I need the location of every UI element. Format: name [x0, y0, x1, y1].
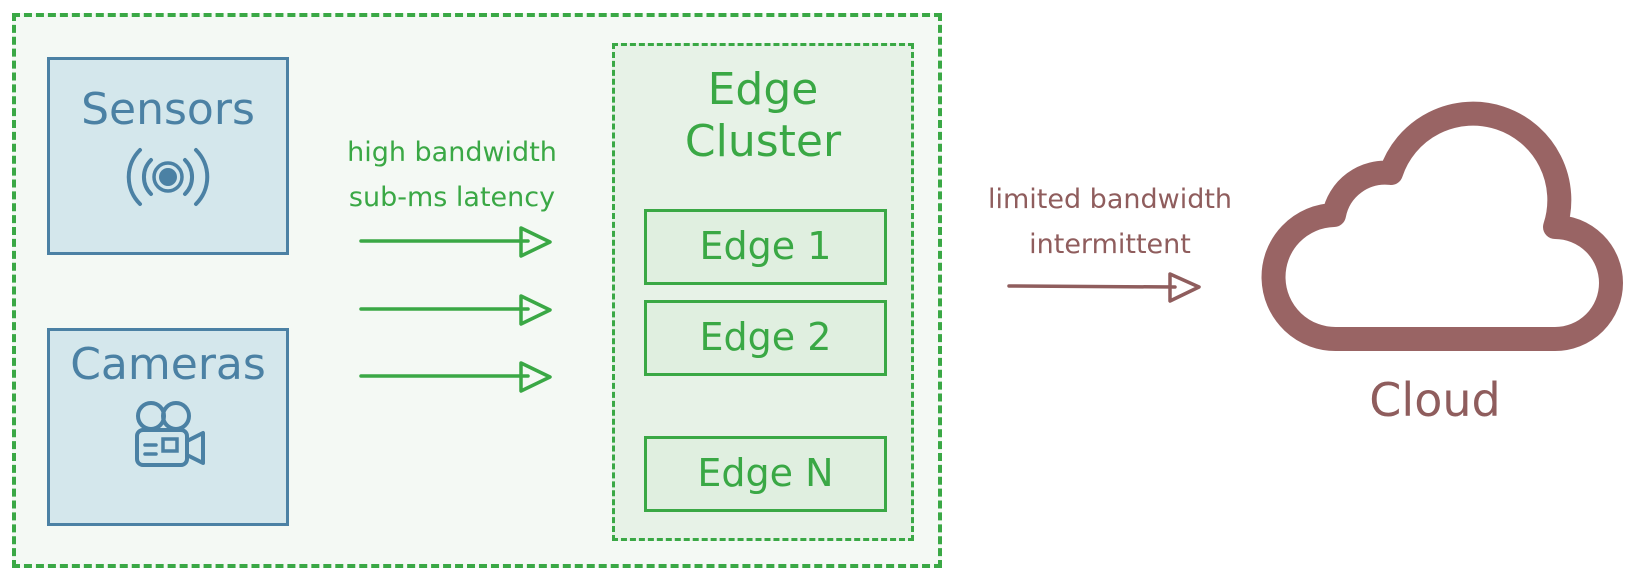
local-link-line1: high bandwidth — [347, 137, 557, 168]
local-link-label: high bandwidth sub-ms latency — [332, 130, 572, 220]
local-arrow-3 — [359, 361, 552, 393]
uplink-line1: limited bandwidth — [987, 184, 1233, 215]
cluster-title-line1: Edge — [707, 64, 819, 115]
edge-node-2: Edge 2 — [644, 300, 887, 376]
cloud-icon — [1261, 101, 1623, 352]
local-arrow-1 — [359, 226, 552, 258]
video-camera-icon — [135, 401, 205, 467]
sensors-box: Sensors — [47, 57, 289, 255]
edge-node-n: Edge N — [644, 436, 887, 512]
edge-node-1: Edge 1 — [644, 209, 887, 285]
uplink-line2: intermittent — [1029, 229, 1191, 260]
local-arrow-2 — [359, 294, 552, 326]
edge-cluster: Edge Cluster Edge 1 Edge 2 Edge N — [612, 43, 914, 541]
cameras-box: Cameras — [47, 328, 289, 526]
cloud-label: Cloud — [1369, 373, 1501, 427]
local-link-line2: sub-ms latency — [348, 182, 556, 213]
cluster-title-line2: Cluster — [684, 116, 842, 167]
broadcast-icon — [126, 148, 210, 206]
sensors-label: Sensors — [81, 84, 255, 135]
cameras-label: Cameras — [70, 339, 266, 390]
uplink-label: limited bandwidth intermittent — [980, 177, 1240, 267]
cluster-title: Edge Cluster — [615, 64, 911, 168]
uplink-arrow — [1007, 272, 1201, 303]
